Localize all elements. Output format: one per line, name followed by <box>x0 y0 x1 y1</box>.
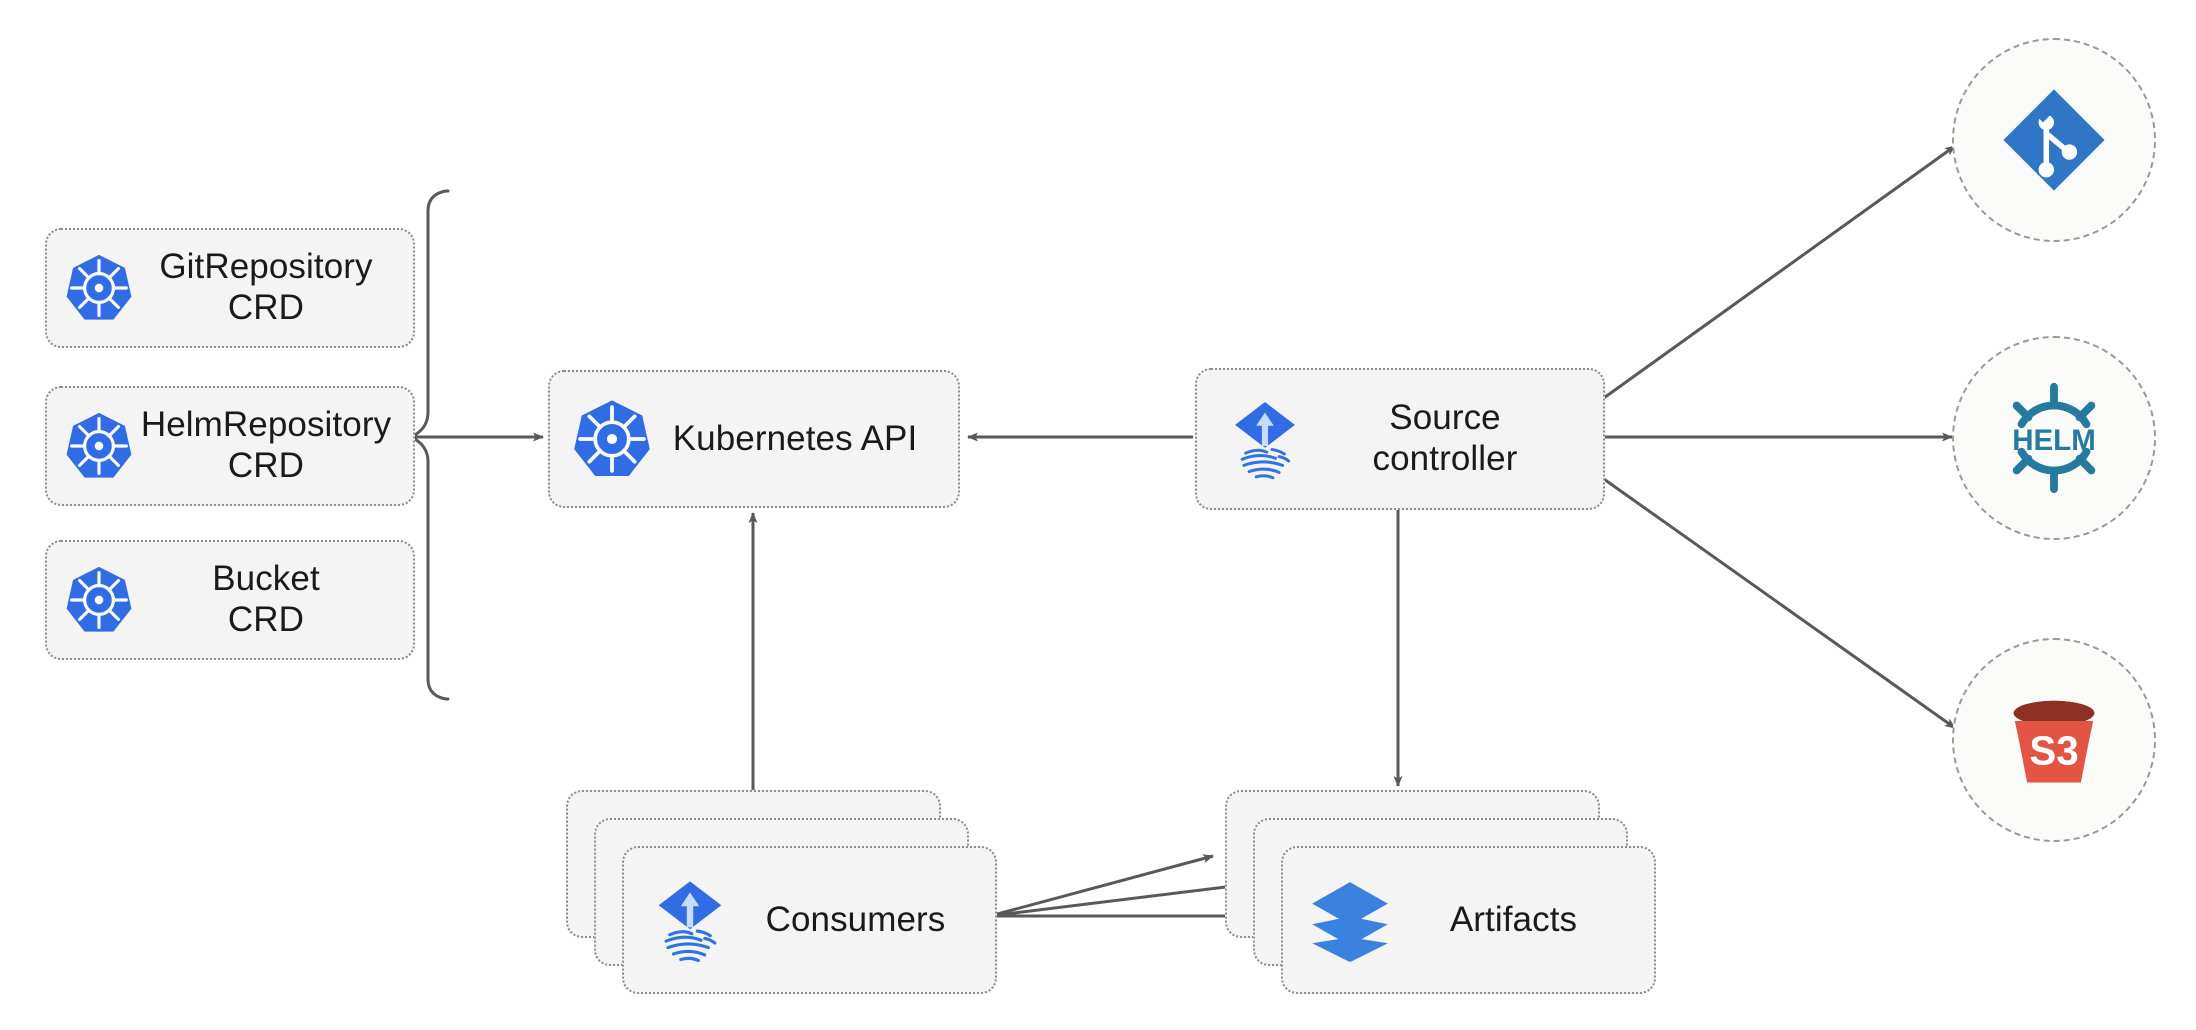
external-git[interactable] <box>1952 38 2156 242</box>
node-kubernetes-api[interactable]: Kubernetes API <box>548 370 960 508</box>
layers-icon <box>1307 877 1393 963</box>
external-helm[interactable]: HELM <box>1952 336 2156 540</box>
flux-icon <box>1221 395 1309 483</box>
edge-source-controller-to-git <box>1600 144 1956 402</box>
kubernetes-icon <box>63 564 135 636</box>
crd-card-bucket[interactable]: Bucket CRD <box>45 540 415 660</box>
helm-icon: HELM <box>1995 379 2113 497</box>
flux-icon <box>644 874 736 966</box>
git-icon <box>1999 85 2109 195</box>
s3-bucket-icon: S3 <box>1998 684 2110 796</box>
crd-card-gitrepository[interactable]: GitRepository CRD <box>45 228 415 348</box>
external-s3[interactable]: S3 <box>1952 638 2156 842</box>
crd-card-label: Bucket CRD <box>212 559 320 639</box>
node-consumers-label: Consumers <box>765 899 946 939</box>
node-source-controller[interactable]: Source controller <box>1195 368 1605 510</box>
edge-consumers-to-artifacts-1 <box>989 854 1214 918</box>
edge-source-controller-to-s3 <box>1600 475 1956 730</box>
edge-consumers-to-artifacts-2 <box>989 880 1251 918</box>
node-artifacts-label: Artifacts <box>1449 899 1578 939</box>
node-source-controller-label: Source controller <box>1372 398 1518 478</box>
kubernetes-icon <box>570 397 654 481</box>
kubernetes-icon <box>63 410 135 482</box>
crd-card-label: GitRepository CRD <box>159 247 373 327</box>
node-kubernetes-api-label: Kubernetes API <box>672 418 918 458</box>
crd-card-helmrepository[interactable]: HelmRepository CRD <box>45 386 415 506</box>
crd-card-label: HelmRepository CRD <box>140 405 392 485</box>
node-artifacts[interactable]: Artifacts <box>1281 846 1656 994</box>
kubernetes-icon <box>63 252 135 324</box>
node-consumers[interactable]: Consumers <box>622 846 997 994</box>
crd-group-brace <box>408 189 450 701</box>
helm-wordmark: HELM <box>2012 424 2096 457</box>
s3-wordmark: S3 <box>2029 728 2078 774</box>
